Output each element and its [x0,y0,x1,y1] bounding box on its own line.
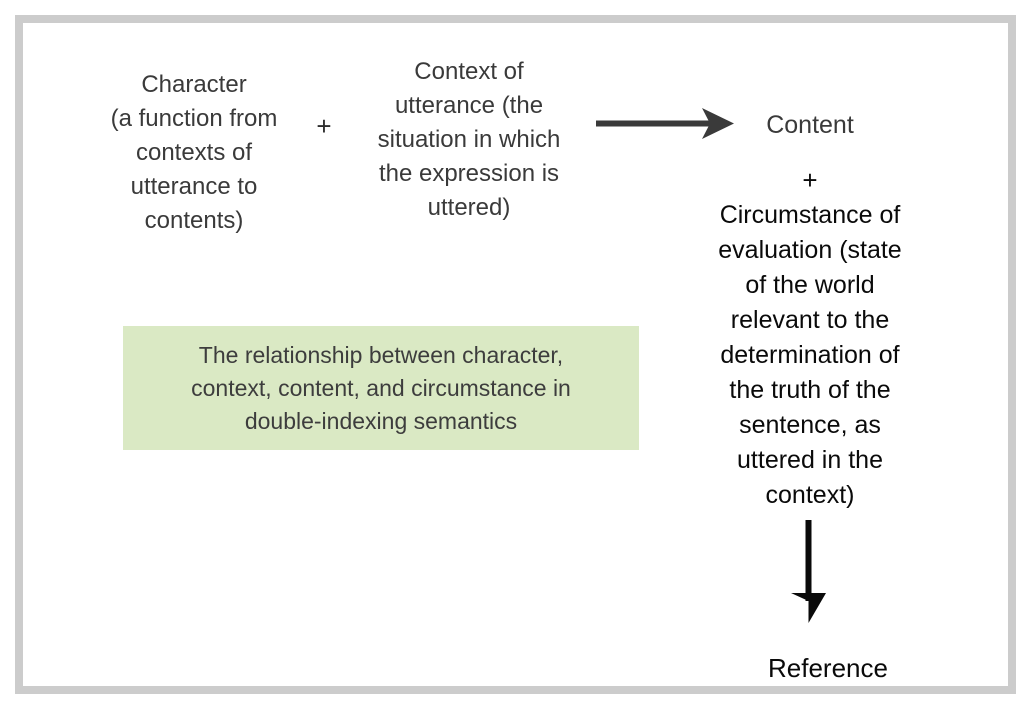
plus-operator-left: + [316,111,332,141]
node-context-of-utterance: Context of utterance (the situation in w… [377,58,561,221]
node-circumstance-of-evaluation: Circumstance of evaluation (state of the… [718,201,902,509]
caption-box: The relationship between character, cont… [123,326,639,450]
arrow-down-icon [791,520,826,623]
node-character: Character (a function from contexts of u… [110,71,278,234]
caption-text: The relationship between character, cont… [191,341,571,434]
node-reference: Reference [768,653,888,683]
node-content: Content [766,111,854,139]
plus-operator-right: + [802,165,818,195]
arrow-right-icon [596,108,734,139]
